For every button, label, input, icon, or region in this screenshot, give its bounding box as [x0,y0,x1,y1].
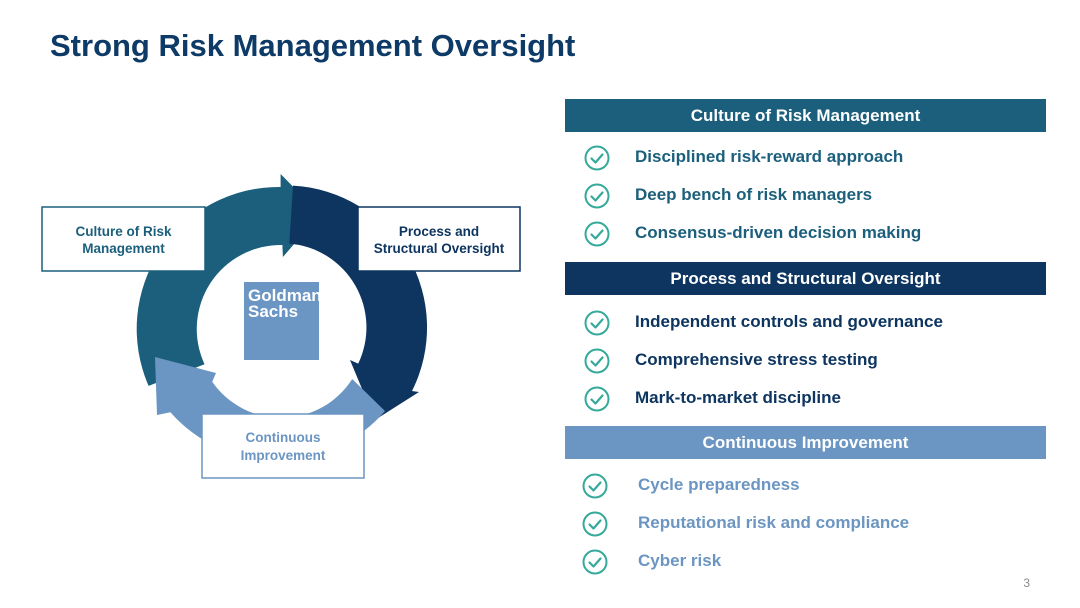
label-culture-line-1: Culture of Risk [75,224,172,239]
label-process-line-2: Structural Oversight [374,241,505,256]
logo-line-1: Goldman [248,286,322,305]
panel-header: Culture of Risk Management [565,99,1046,132]
list-item-text: Independent controls and governance [635,312,943,331]
list-item: Cycle preparedness [565,473,1046,511]
label-improvement-line-1: Continuous [246,430,321,445]
list-item-text: Comprehensive stress testing [635,350,878,369]
list-item: Independent controls and governance [565,310,1046,348]
goldman-sachs-logo [244,282,319,360]
panel-continuous-improvement: Continuous Improvement Cycle preparednes… [565,426,1046,587]
risk-cycle-diagram: Goldman Sachs Culture of Risk Management… [41,174,521,479]
label-culture-line-2: Management [82,241,165,256]
list-item-text: Consensus-driven decision making [635,223,922,242]
list-item-text: Disciplined risk-reward approach [635,147,904,166]
list-item: Mark-to-market discipline [565,386,1046,424]
page-title: Strong Risk Management Oversight [50,28,576,63]
panel-header: Process and Structural Oversight [565,262,1046,295]
list-item: Deep bench of risk managers [565,183,1046,221]
label-box-improvement [201,413,365,479]
check-circle-icon [584,183,610,209]
check-circle-icon [582,473,608,499]
panel-culture-of-risk-management: Culture of Risk Management Disciplined r… [565,99,1046,259]
panel-list: Cycle preparedness Reputational risk and… [565,473,1046,587]
check-circle-icon [584,221,610,247]
check-circle-icon [584,310,610,336]
list-item: Cyber risk [565,549,1046,587]
list-item: Consensus-driven decision making [565,221,1046,259]
label-process-line-1: Process and [399,224,479,239]
check-circle-icon [582,511,608,537]
panel-header: Continuous Improvement [565,426,1046,459]
label-improvement-line-2: Improvement [241,448,326,463]
panel-list: Independent controls and governance Comp… [565,310,1046,424]
list-item: Comprehensive stress testing [565,348,1046,386]
label-box-process [357,206,521,272]
check-circle-icon [584,145,610,171]
panel-process-and-structural-oversight: Process and Structural Oversight Indepen… [565,262,1046,424]
list-item-text: Deep bench of risk managers [635,185,873,204]
list-item-text: Reputational risk and compliance [638,513,910,532]
logo-line-2: Sachs [248,302,298,321]
check-circle-icon [584,386,610,412]
check-circle-icon [584,348,610,374]
list-item-text: Cycle preparedness [638,475,800,494]
label-box-culture [41,206,206,272]
page-number: 3 [1023,576,1030,590]
panel-list: Disciplined risk-reward approach Deep be… [565,145,1046,259]
list-item-text: Mark-to-market discipline [635,388,841,407]
check-circle-icon [582,549,608,575]
list-item: Reputational risk and compliance [565,511,1046,549]
list-item: Disciplined risk-reward approach [565,145,1046,183]
list-item-text: Cyber risk [638,551,722,570]
